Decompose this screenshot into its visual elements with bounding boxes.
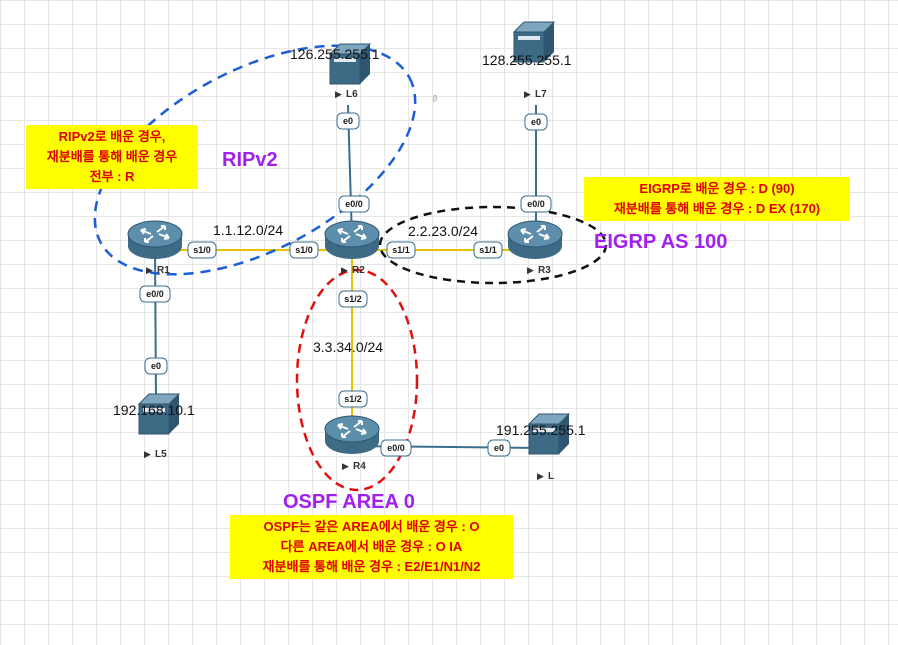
link-r4-l (351, 445, 541, 449)
device-label-l6: L6 (346, 89, 358, 100)
subnet-label-r1-r2: 1.1.12.0/24 (213, 222, 283, 238)
cursor-icon: ᵦ (433, 91, 438, 103)
play-triangle-icon: ▶ (342, 461, 349, 471)
play-triangle-icon: ▶ (341, 265, 348, 275)
ip-label-l5: 192.168.10.1 (113, 402, 195, 418)
ip-label-l: 191.255.255.1 (496, 422, 586, 438)
zone-titles: RIPv2 EIGRP AS 100 OSPF AREA 0 (222, 149, 727, 513)
play-triangle-icon: ▶ (144, 449, 151, 459)
interface-r1-s1-0[interactable]: s1/0 (187, 241, 217, 259)
zone-title-rip: RIPv2 (222, 149, 278, 171)
router-r3[interactable] (507, 220, 563, 260)
device-label-l5: L5 (155, 449, 167, 460)
subnet-labels: 1.1.12.0/24 2.2.23.0/24 3.3.34.0/24 (213, 222, 478, 355)
ip-labels: 126.255.255.1 128.255.255.1 192.168.10.1… (113, 46, 586, 438)
interface-l-e0[interactable]: e0 (487, 439, 511, 457)
router-r1[interactable] (127, 220, 183, 260)
play-triangle-icon: ▶ (527, 265, 534, 275)
svg-text:s1/0: s1/0 (193, 245, 211, 255)
router-r4[interactable] (324, 415, 380, 455)
interface-r3-s1-1[interactable]: s1/1 (473, 241, 503, 259)
interface-r4-s1-2[interactable]: s1/2 (338, 390, 368, 408)
device-label-r3: R3 (538, 265, 551, 276)
svg-text:e0: e0 (494, 443, 504, 453)
svg-text:s1/0: s1/0 (295, 245, 313, 255)
svg-text:s1/2: s1/2 (344, 394, 362, 404)
play-triangle-icon: ▶ (524, 89, 531, 99)
interface-l7-e0[interactable]: e0 (524, 113, 548, 131)
interface-l5-e0[interactable]: e0 (144, 357, 168, 375)
device-label-l: L (548, 471, 554, 482)
interface-r2-s1-2[interactable]: s1/2 (338, 290, 368, 308)
link-r1-l5 (154, 249, 157, 401)
svg-text:e0/0: e0/0 (387, 443, 405, 453)
interface-r4-e0-0[interactable]: e0/0 (380, 439, 412, 457)
svg-text:e0: e0 (151, 361, 161, 371)
svg-text:e0: e0 (531, 117, 541, 127)
play-triangle-icon: ▶ (537, 471, 544, 481)
router-r2[interactable] (324, 220, 380, 260)
svg-text:e0/0: e0/0 (146, 289, 164, 299)
device-label-r4: R4 (353, 461, 366, 472)
ip-label-l7: 128.255.255.1 (482, 52, 572, 68)
svg-text:e0/0: e0/0 (527, 199, 545, 209)
subnet-label-r2-r4: 3.3.34.0/24 (313, 339, 383, 355)
subnet-label-r2-r3: 2.2.23.0/24 (408, 223, 478, 239)
eigrp-note: EIGRP로 배운 경우 : D (90) 재분배를 통해 배운 경우 : D … (584, 177, 850, 221)
protocol-zones (93, 44, 608, 492)
interface-badges: e0 e0/0 e0 e0/0 s1/0 s1/0 s1/1 s1/1 e0/0… (139, 112, 552, 457)
interface-r1-e0-0[interactable]: e0/0 (139, 285, 171, 303)
play-triangle-icon: ▶ (146, 265, 153, 275)
interface-r2-e0-0[interactable]: e0/0 (338, 195, 370, 213)
device-labels: ▶ R1 ▶ R2 ▶ R3 ▶ R4 ▶ L6 ▶ L7 ▶ L5 ▶ L (144, 89, 554, 482)
device-label-r1: R1 (157, 265, 170, 276)
ospf-note: OSPF는 같은 AREA에서 배운 경우 : O 다른 AREA에서 배운 경… (230, 515, 513, 579)
rip-zone-boundary (93, 44, 417, 276)
zone-title-eigrp: EIGRP AS 100 (594, 231, 727, 253)
svg-text:e0/0: e0/0 (345, 199, 363, 209)
svg-text:e0: e0 (343, 116, 353, 126)
interface-r3-e0-0[interactable]: e0/0 (520, 195, 552, 213)
devices (127, 21, 570, 455)
ip-label-l6: 126.255.255.1 (290, 46, 380, 62)
svg-text:s1/1: s1/1 (479, 245, 497, 255)
svg-text:s1/2: s1/2 (344, 294, 362, 304)
ospf-zone-boundary (295, 268, 419, 492)
play-triangle-icon: ▶ (335, 89, 342, 99)
eigrp-zone-boundary (378, 205, 608, 285)
interface-l6-e0[interactable]: e0 (336, 112, 360, 130)
interface-r2-s1-1[interactable]: s1/1 (386, 241, 416, 259)
rip-note: RIPv2로 배운 경우, 재분배를 통해 배운 경우 전부 : R (26, 125, 198, 189)
zone-title-ospf: OSPF AREA 0 (283, 491, 415, 513)
device-label-r2: R2 (352, 265, 365, 276)
interface-r2-s1-0[interactable]: s1/0 (289, 241, 319, 259)
svg-text:s1/1: s1/1 (392, 245, 410, 255)
device-label-l7: L7 (535, 89, 547, 100)
